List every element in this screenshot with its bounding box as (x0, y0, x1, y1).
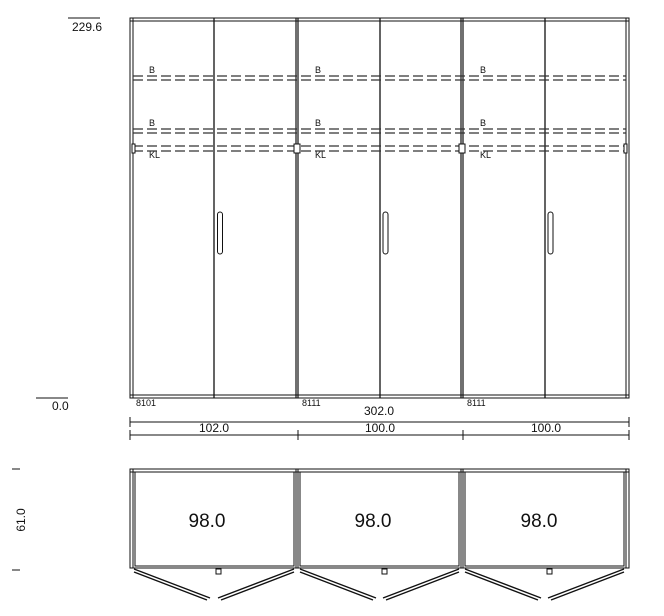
plan-outline (129, 468, 630, 569)
door-swing (464, 571, 539, 601)
module-code: 8101 (136, 398, 156, 408)
interior-shelves (133, 75, 626, 152)
overall-width-value: 302.0 (364, 404, 394, 418)
shelf-label: KL (315, 150, 326, 160)
shelf-label: B (149, 118, 155, 128)
shelf-label: B (149, 65, 155, 75)
depth-value: 61.0 (14, 508, 28, 532)
door-swing (217, 568, 295, 599)
height-top-value: 229.6 (72, 20, 102, 34)
door-handle (382, 211, 389, 255)
cabinet-width-value: 98.0 (521, 511, 558, 532)
door-swing (385, 571, 460, 601)
height-bottom-value: 0.0 (52, 399, 69, 413)
plan-handle (215, 568, 222, 575)
door-swing (299, 571, 374, 601)
rail-bracket (131, 143, 136, 154)
plan-cabinet (134, 471, 295, 567)
module-codes: 8101 8111 8111 (136, 398, 486, 408)
rail-bracket (293, 143, 301, 154)
cabinet-width-value: 98.0 (355, 511, 392, 532)
section-width-value: 100.0 (531, 421, 561, 435)
plan-view (129, 468, 630, 569)
shelf-labels: B B KL B B KL B B KL (149, 65, 491, 160)
door-swing (550, 571, 625, 601)
door-swing (133, 568, 211, 599)
door-swings (133, 568, 625, 601)
plan-cabinet (299, 471, 460, 567)
shelf-label: B (315, 65, 321, 75)
elevation-view (129, 17, 630, 399)
rail-bracket (458, 143, 466, 154)
section-width-dimensions (129, 430, 630, 440)
plan-cabinet (464, 471, 625, 567)
section-width-value: 102.0 (199, 421, 229, 435)
door-handle (547, 211, 554, 255)
overall-width-dimension (129, 417, 630, 427)
module-code: 8111 (467, 398, 486, 408)
height-markers (36, 17, 100, 399)
door-swing (382, 568, 460, 599)
shelf-label: KL (149, 150, 160, 160)
door-handle (217, 211, 223, 255)
module-code: 8111 (302, 398, 321, 408)
rail-brackets (131, 143, 628, 154)
door-swing (547, 568, 625, 599)
rail-bracket (623, 143, 628, 154)
plan-handle (546, 568, 553, 575)
cabinet-width-value: 98.0 (189, 511, 226, 532)
door-swing (299, 568, 377, 599)
shelf-label: B (480, 65, 486, 75)
depth-markers (12, 468, 20, 571)
shelf-label: B (315, 118, 321, 128)
door-swing (133, 571, 208, 601)
plan-handles (215, 568, 553, 575)
door-swing (220, 571, 295, 601)
shelf-label: B (480, 118, 486, 128)
door-swing (464, 568, 542, 599)
shelf-label: KL (480, 150, 491, 160)
plan-handle (381, 568, 388, 575)
section-width-value: 100.0 (365, 421, 395, 435)
